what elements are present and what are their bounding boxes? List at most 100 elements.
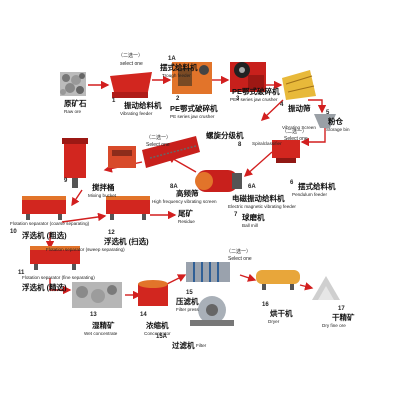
step-14-number: 14 (140, 312, 147, 318)
select-one-en: select one (120, 61, 143, 67)
pex-jaw-crusher-image (230, 62, 266, 92)
flotation-fine-image (30, 246, 80, 270)
concentrator-image (138, 280, 168, 306)
sweep-flotation-zh: 浮选机 (扫选) (104, 237, 149, 246)
step-9-number: 9 (64, 178, 68, 184)
pendulum-feeder-en: Pendulum feeder (292, 192, 327, 197)
electric-feeder-zh: 电磁振动给料机 (232, 194, 285, 203)
filter-press-en: Filter press (176, 307, 199, 312)
vibrating-screen-en: Vibrating Screen (282, 125, 316, 130)
dry-fine-ore-image (312, 276, 340, 300)
step-10-number: 10 (10, 229, 17, 235)
residue-en: Residue (178, 219, 195, 224)
mixing-bucket-image (62, 138, 88, 188)
dry-fine-ore-en: Dry fine ore (322, 323, 346, 328)
step-7-number: 7 (234, 212, 238, 218)
pendulum-feeder-zh: 摆式给料机 (298, 182, 336, 191)
step-4-number: 4 (280, 102, 284, 108)
ball-mill-image (195, 170, 242, 192)
ball-mill-en: Ball mill (242, 223, 258, 228)
flotation-sweep-image (106, 196, 150, 220)
step-16-number: 16 (262, 302, 269, 308)
select-one-3-en: Select one (146, 142, 170, 148)
dryer-image (256, 270, 300, 290)
dryer-en: Dryer (268, 319, 280, 324)
step-15-number: 15 (186, 290, 193, 296)
step-15a-number: 15A (156, 334, 168, 340)
step-12-number: 12 (108, 230, 115, 236)
step-3-number: 3 (236, 96, 240, 102)
filter-en: Filter (196, 343, 207, 348)
filter-press-zh: 压滤机 (176, 297, 199, 306)
vibrating-screen-image (282, 70, 316, 100)
spiral-classifier-image (142, 136, 200, 168)
select-one-3-zh: （二选一） (146, 135, 172, 141)
mixing-bucket-en: Mixing bucket (88, 193, 117, 198)
filter-press-image (186, 262, 230, 282)
select-one-4-en: Select one (228, 256, 252, 262)
raw-ore-label-zh: 原矿石 (64, 99, 87, 108)
electric-feeder-en: Electric magnetic vibrating feeder (228, 204, 296, 209)
step-2-number: 2 (176, 96, 180, 102)
select-one-2-en: Select one (284, 136, 308, 142)
flotation-rough-image (22, 196, 66, 220)
step-13-number: 13 (90, 312, 97, 318)
mixing-bucket-zh: 搅拌桶 (92, 183, 115, 192)
wet-concentrate-zh: 湿精矿 (92, 321, 115, 330)
arrow-bin-to-feeder (300, 128, 326, 147)
arrow-rough-to-sweep (61, 212, 107, 223)
select-one-2-zh: （二选一） (282, 129, 308, 135)
jaw-crusher-zh: PE鄂式破碎机 (170, 104, 218, 113)
step-6-number: 6 (290, 180, 294, 186)
flow-arrows (45, 75, 327, 300)
sweep-flotation-en: Flotation separator (sweep separating) (46, 247, 125, 252)
arrow-bucket-to-flotation (71, 189, 83, 207)
wet-concentrate-en: Wet concentrate (84, 331, 118, 336)
dryer-zh: 烘干机 (270, 309, 293, 318)
arrow-concentrator-to-press (164, 274, 187, 286)
step-8a-number: 8A (170, 184, 178, 190)
step-5-number: 5 (326, 110, 330, 116)
high-frequency-screen-image (108, 146, 136, 168)
storage-bin-zh: 粉仓 (328, 117, 343, 126)
ball-mill-zh: 球磨机 (242, 213, 265, 222)
select-one-4-zh: （二选一） (226, 249, 252, 255)
step-17-number: 17 (338, 306, 345, 312)
arrow-fine-to-wet (49, 278, 72, 295)
storage-bin-image (314, 114, 336, 128)
trough-feeder-en: Trough feeder (162, 73, 191, 78)
arrow-press-to-dryer (239, 273, 257, 282)
arrow-dryer-to-product (299, 282, 314, 291)
fine-flotation-zh: 浮选机 (精选) (22, 283, 67, 292)
fine-flotation-en: Flotation separator (fine separating) (22, 275, 95, 280)
step-8-number: 8 (238, 142, 242, 148)
jaw-crusher-en: PE series jaw crusher (170, 114, 215, 119)
arrow-screen-return (260, 99, 284, 121)
dry-fine-ore-zh: 干精矿 (332, 313, 355, 322)
residue-zh: 尾矿 (178, 209, 193, 218)
hf-screen-zh: 高频筛 (176, 189, 199, 198)
raw-ore-image (60, 72, 86, 96)
pex-crusher-zh: PE鄂式破碎机 (232, 87, 280, 96)
step-1-number: 1 (112, 98, 116, 104)
raw-ore-label-en: Raw ore (64, 109, 82, 114)
arrow-screen-to-bin (308, 99, 327, 114)
concentrator-en: Concentrator (144, 331, 171, 336)
pendulum-feeder-image (272, 140, 300, 163)
hf-screen-en: High frequency vibrating screen (152, 199, 217, 204)
pex-crusher-en: PEX series jaw crusher (230, 97, 278, 102)
select-one-zh: （二选一） (118, 53, 144, 59)
concentrator-zh: 浓缩机 (146, 321, 169, 330)
filter-zh: 过滤机 (172, 341, 195, 350)
filter-image (190, 296, 234, 326)
vibrating-feeder-image (110, 72, 152, 98)
trough-feeder-zh: 摆式给料机 (160, 63, 198, 72)
vibrating-feeder-en: Vibrating feeder (120, 111, 153, 116)
step-11-number: 11 (18, 270, 25, 276)
classifier-en: Spiralclassifier (252, 141, 282, 146)
rough-flotation-zh: 浮选机 (粗选) (22, 231, 67, 240)
step-6a-number: 6A (248, 184, 256, 190)
classifier-zh: 螺旋分级机 (206, 131, 244, 140)
